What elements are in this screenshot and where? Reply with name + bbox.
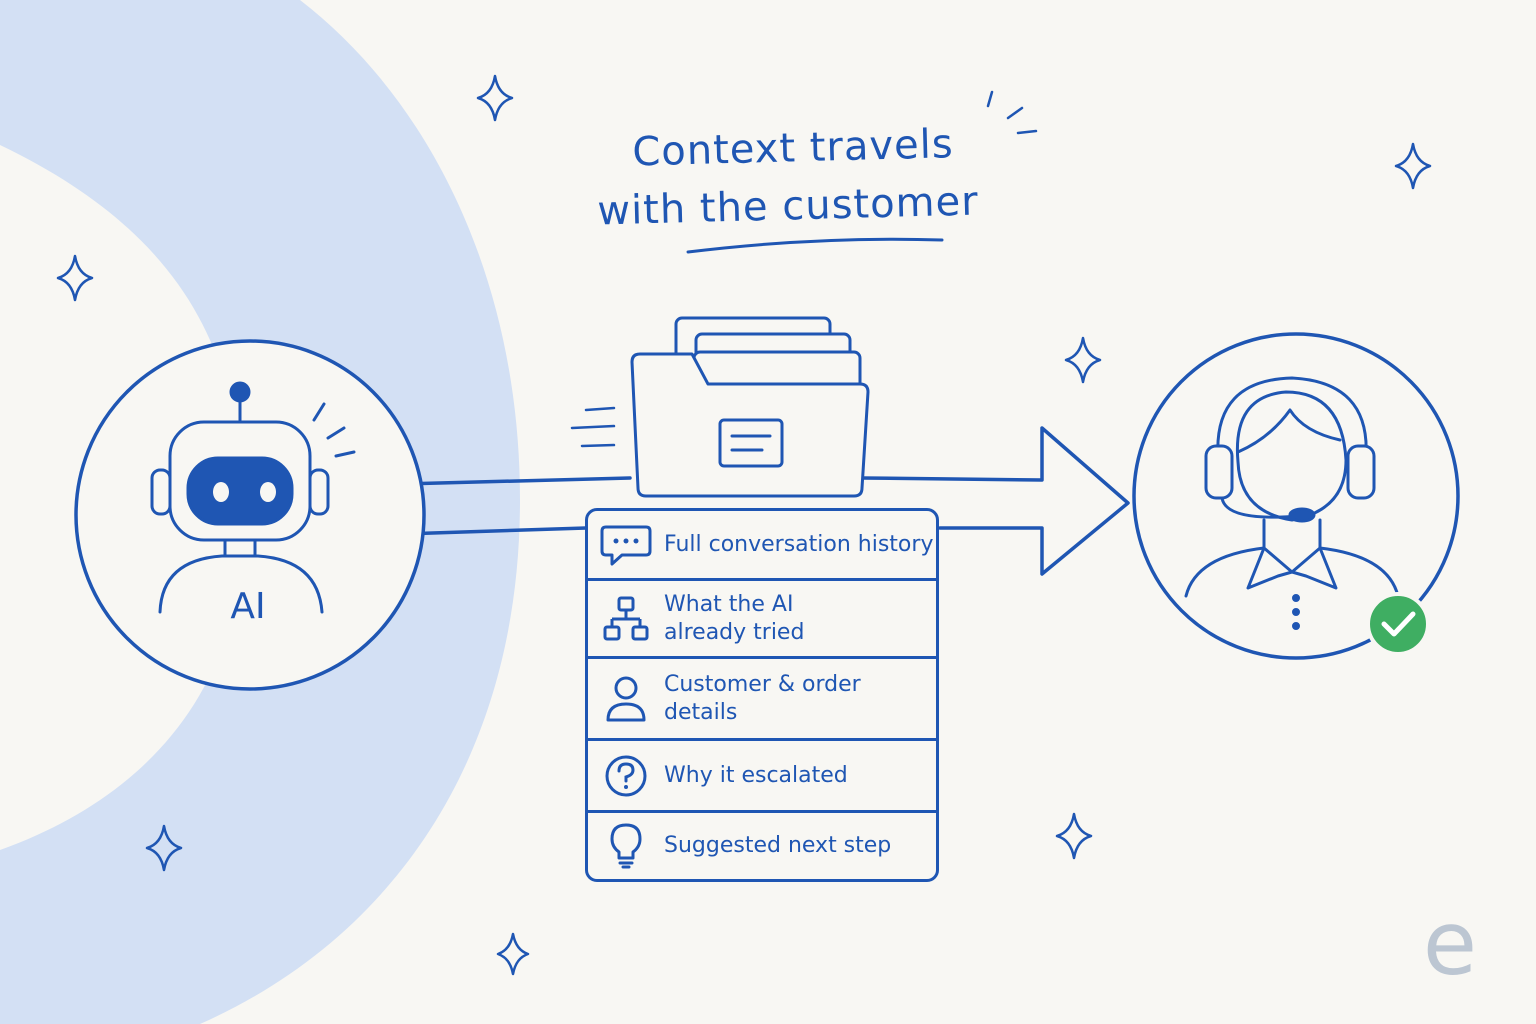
sparkle-icon	[145, 824, 183, 872]
resolved-check-icon	[1366, 592, 1430, 656]
chat-bubble-icon	[588, 523, 664, 567]
list-item: Why it escalated	[588, 741, 936, 813]
sparkle-icon	[1394, 142, 1432, 190]
context-checklist: Full conversation history What the AI al…	[585, 508, 939, 882]
lightbulb-icon	[588, 822, 664, 870]
ai-label: AI	[230, 586, 266, 627]
list-item: Customer & order details	[588, 659, 936, 741]
flowchart-icon	[588, 595, 664, 643]
title-underline	[686, 237, 944, 254]
sparkle-icon	[56, 254, 94, 302]
sparkle-icon	[496, 932, 530, 976]
checklist-label: Full conversation history	[664, 531, 934, 557]
person-icon	[588, 674, 664, 724]
brand-logo: e	[1422, 892, 1478, 995]
sparkle-icon	[1055, 812, 1093, 860]
folder-icon	[630, 316, 870, 498]
title-emphasis-marks	[986, 90, 1038, 135]
handoff-arrow	[400, 426, 1130, 576]
checklist-label: Customer & order details	[664, 671, 861, 725]
checklist-label: What the AI already tried	[664, 591, 805, 645]
sparkle-icons	[56, 74, 1432, 976]
support-agent-icon	[1184, 376, 1400, 630]
sparkle-icon	[476, 74, 514, 122]
question-icon	[588, 754, 664, 798]
list-item: What the AI already tried	[588, 581, 936, 659]
checklist-label: Why it escalated	[664, 762, 848, 788]
list-item: Full conversation history	[588, 511, 936, 581]
robot-icon	[150, 381, 356, 614]
sparkle-icon	[1064, 336, 1102, 384]
checklist-label: Suggested next step	[664, 833, 892, 858]
motion-lines	[570, 406, 616, 448]
list-item: Suggested next step	[588, 813, 936, 879]
